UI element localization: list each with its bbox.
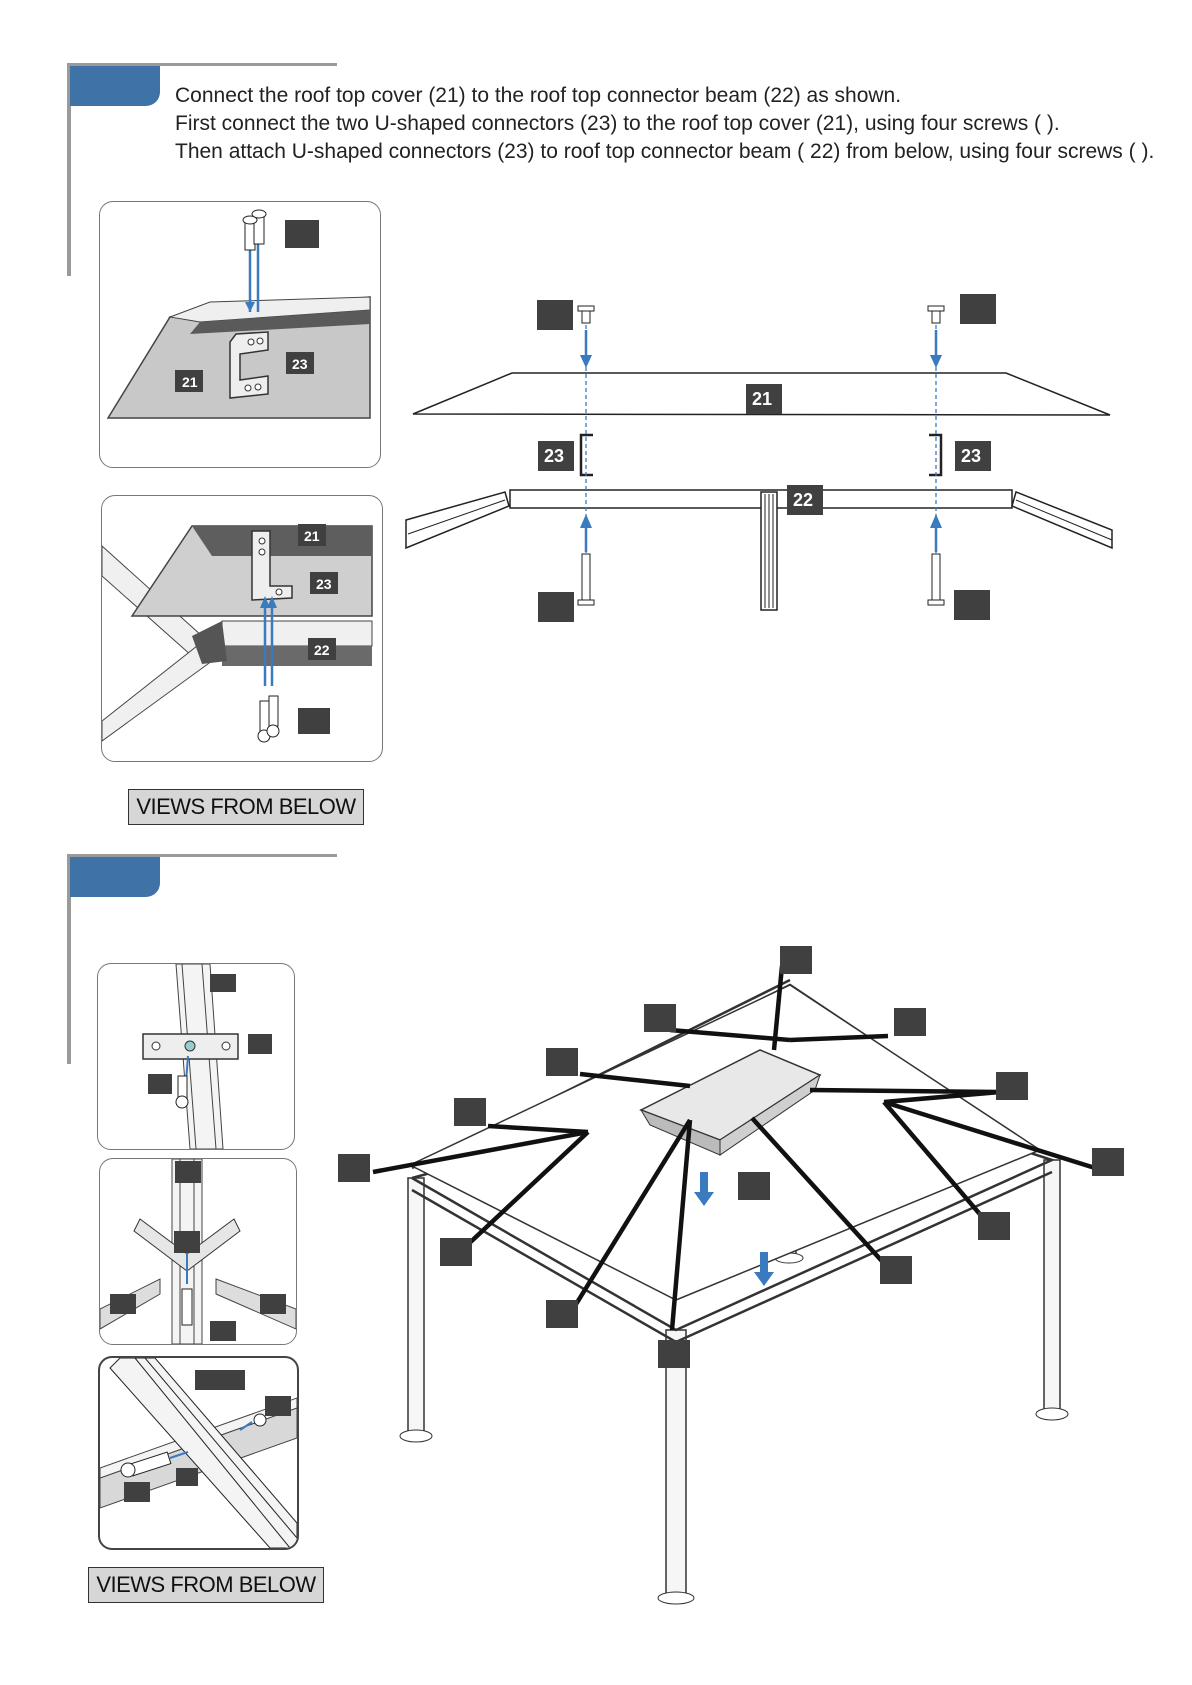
label-cover-21: 21 [182, 374, 198, 390]
connector-beam [405, 489, 1113, 611]
step2-side-line [67, 854, 71, 1064]
part-tag-23 [286, 352, 314, 374]
screw-icon [242, 209, 267, 251]
step1-instructions: Connect the roof top cover (21) to the r… [175, 82, 1154, 166]
label-connector-23: 23 [316, 576, 332, 592]
main-label-23-right: 23 [961, 446, 982, 466]
screw-icon [257, 695, 280, 743]
instruction-line-1: Connect the roof top cover (21) to the r… [175, 84, 902, 107]
part-tag-screw [954, 590, 990, 620]
detail-illustration-cover [106, 209, 371, 419]
step1-main-diagram [405, 294, 1113, 622]
detail-panel-hub [99, 1158, 297, 1345]
detail-panel-top-cover: 21 23 [99, 201, 381, 468]
main-label-23-left: 23 [544, 446, 565, 466]
part-tag-screw [537, 300, 573, 330]
roof-top-cover-icon [639, 1049, 822, 1156]
part-tag-screw [285, 220, 319, 248]
arrow-up-icon [580, 514, 942, 552]
part-tag-screw [960, 294, 996, 324]
arrow-down-icon [580, 330, 942, 368]
detail-illustration-bracket [142, 964, 272, 1149]
main-label-22: 22 [793, 490, 814, 510]
instruction-line-2: First connect the two U-shaped connector… [175, 112, 1060, 135]
step1-header-line [67, 63, 337, 66]
part-tag-screw [298, 708, 330, 734]
roof-ribs [372, 965, 1096, 1331]
step1-number-tab [70, 66, 160, 106]
gazebo-frame [411, 978, 1056, 1344]
part-tag-23 [538, 441, 574, 471]
part-tags [338, 946, 1124, 1368]
main-label-21: 21 [752, 389, 773, 409]
part-tag-23 [955, 441, 991, 471]
u-connector-icon [251, 530, 293, 601]
label-beam-22: 22 [314, 642, 330, 658]
label-connector-23: 23 [292, 356, 308, 372]
u-connector-left [579, 433, 593, 477]
post-feet [399, 1252, 1069, 1605]
step1-caption: VIEWS FROM BELOW [128, 789, 364, 825]
part-tag-screw [538, 592, 574, 622]
detail-panel-bracket [97, 963, 295, 1150]
part-tag-21 [746, 384, 782, 414]
roof-panels [408, 984, 1042, 1301]
step1-side-line [67, 63, 71, 276]
step2-number-tab [70, 857, 160, 897]
detail-illustration-rail [100, 1358, 297, 1548]
instruction-line-3: Then attach U-shaped connectors (23) to … [175, 140, 1155, 163]
step2-header-line [67, 854, 337, 857]
part-tag-23 [310, 572, 338, 594]
u-connector-icon [229, 331, 269, 399]
screw-icon [577, 305, 945, 606]
part-tag-21 [298, 524, 326, 546]
gazebo-posts [407, 1077, 1061, 1599]
u-connector-right [929, 433, 943, 477]
detail-illustration-hub [100, 1159, 296, 1344]
label-cover-21: 21 [304, 528, 320, 544]
detail-panel-rail [98, 1356, 299, 1550]
step2-caption: VIEWS FROM BELOW [88, 1567, 324, 1603]
part-tag-22 [787, 485, 823, 515]
part-tag-21 [175, 370, 203, 392]
part-tag-22 [308, 638, 336, 660]
arrow-down-icon [694, 1172, 774, 1286]
detail-illustration-beam [102, 524, 373, 743]
detail-panel-beam: 21 23 22 [101, 495, 383, 762]
